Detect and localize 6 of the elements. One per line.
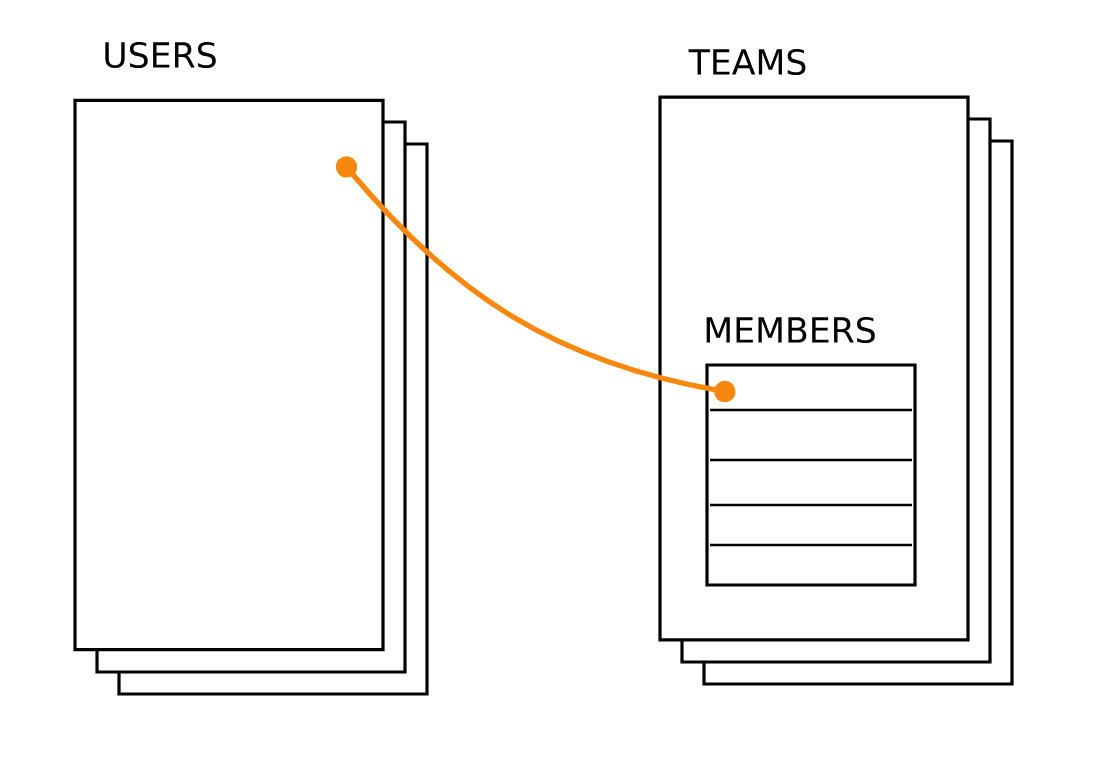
- connector: [335, 156, 736, 403]
- table: MEMBERS: [705, 316, 917, 587]
- document-stack: USERS: [73, 41, 429, 696]
- node-label: MEMBERS: [706, 316, 875, 344]
- node-label: TEAMS: [688, 48, 806, 76]
- node-label: USERS: [105, 41, 216, 69]
